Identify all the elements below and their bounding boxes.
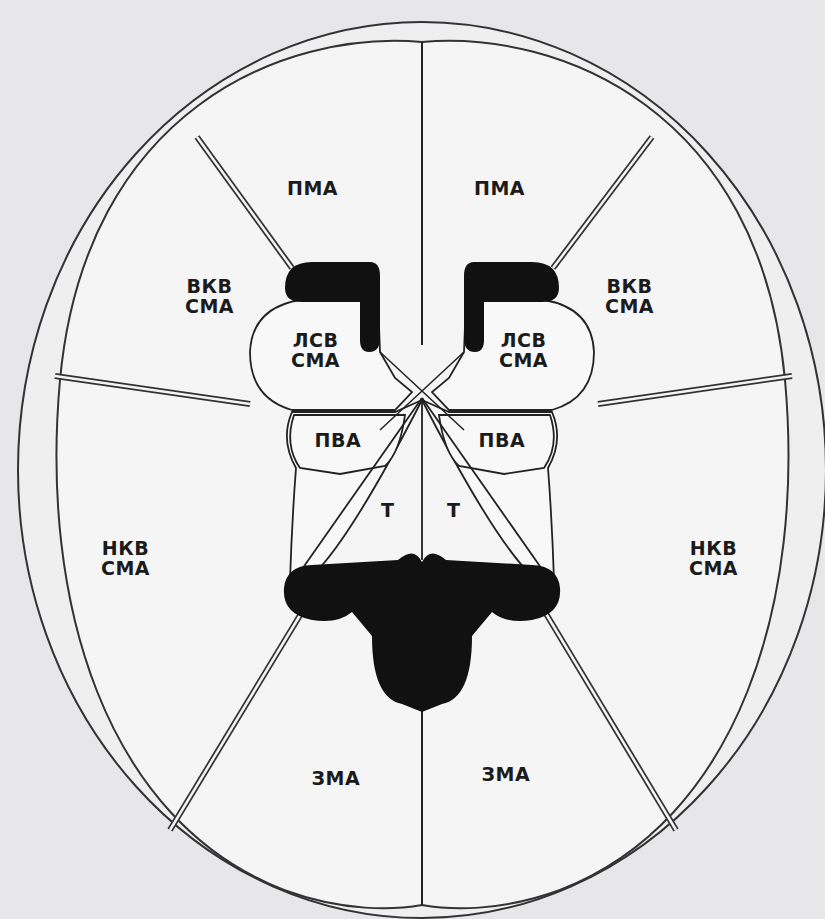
territory-region: ПМА — [287, 179, 343, 201]
thalamus-lines — [300, 398, 544, 572]
territory-region: ВКВ СМА — [605, 277, 659, 319]
territory-label: ПМА — [287, 179, 338, 199]
midline — [421, 705, 423, 905]
midline — [421, 42, 423, 345]
occipital-horns — [284, 553, 560, 712]
territory-region: ЛСВ СМА — [499, 331, 553, 373]
territory-region: НКВ СМА — [689, 539, 743, 581]
territory-borders — [55, 137, 792, 830]
territory-label: ВКВ СМА — [185, 277, 234, 317]
center-lines — [380, 352, 464, 430]
territory-label: НКВ СМА — [689, 539, 738, 579]
territory-label: Т — [447, 501, 460, 521]
territory-region: Т — [447, 501, 465, 523]
territory-region: ЛСВ СМА — [291, 331, 345, 373]
territory-region: ЗМА — [482, 765, 535, 787]
territory-label: ЛСВ СМА — [499, 331, 548, 371]
territory-region: Т — [381, 501, 399, 523]
territory-region: ПМА — [474, 179, 530, 201]
brain-outline — [56, 41, 788, 908]
deep-structures — [250, 300, 422, 580]
territory-region: ПВА — [479, 431, 530, 453]
territory-label: НКВ СМА — [101, 539, 150, 579]
territory-label: ЛСВ СМА — [291, 331, 340, 371]
territory-label: ПМА — [474, 179, 525, 199]
territory-label: Т — [381, 501, 394, 521]
territory-region: ЗМА — [312, 769, 365, 791]
territory-region: ВКВ СМА — [185, 277, 239, 319]
territory-label: ЗМА — [312, 769, 361, 789]
territory-region: НКВ СМА — [101, 539, 155, 581]
territory-label: ПВА — [479, 431, 526, 451]
territory-region: ПВА — [315, 431, 366, 453]
territory-label: ПВА — [315, 431, 362, 451]
territory-label: ВКВ СМА — [605, 277, 654, 317]
skull-outline — [18, 22, 825, 918]
territory-label: ЗМА — [482, 765, 531, 785]
